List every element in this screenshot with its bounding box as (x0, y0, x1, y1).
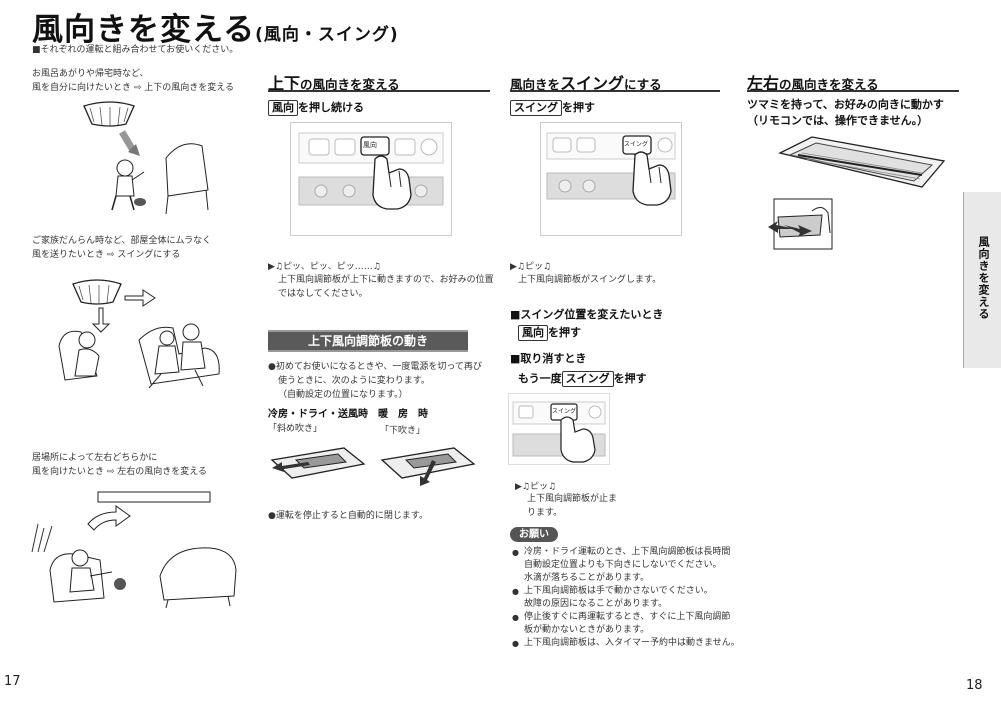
title-main: 風向きを変える (32, 12, 256, 48)
page-subtitle: ■それぞれの運転と組み合わせてお使いください。 (32, 45, 239, 55)
swing-change-instruction: 風向を押す (518, 324, 581, 341)
request-list: 冷房・ドライ運転のとき、上下風向調節板は長時間自動設定位置よりも下向きにしないで… (512, 546, 742, 650)
swing-instruction: スイングを押す (510, 99, 595, 116)
leftright-instruction: ツマミを持って、お好みの向きに動かす （リモコンでは、操作できません。） (747, 98, 944, 127)
request-item: 上下風向調節板は手で動かさないでください。故障の原因になることがあります。 (512, 585, 742, 611)
updown-desc: 上下風向調節板が上下に動きますので、お好みの位置 ではなしてください。 (278, 275, 494, 299)
side-tab: 風向きを変える (963, 192, 1001, 368)
page-title: 風向きを変える(風向・スイング) (32, 4, 399, 49)
swing-desc: 上下風向調節板がスイングします。 (518, 275, 662, 285)
louver-note: ●初めてお使いになるときや、一度電源を切って再び 使うときに、次のように変わりま… (268, 362, 482, 400)
scene1-illustration (83, 101, 209, 215)
louver-cool-diagram (270, 447, 366, 479)
unit-illustration (768, 136, 946, 250)
title-sub: (風向・スイング) (255, 25, 399, 45)
swing-key-2: スイング (561, 371, 614, 387)
scene3-text: 居場所によって左右どちらかに 風を向けたいとき ⇨ 左右の風向きを変える (32, 453, 207, 477)
swing-rule (510, 90, 720, 92)
cancel-desc: 上下風向調節板が止ま ります。 (527, 494, 618, 518)
remote-illustration-swing: スイング (540, 122, 682, 236)
mode-heat-label: 暖 房 時 (378, 409, 428, 420)
scene1-text: お風呂あがりや帰宅時など、 風を自分に向けたいとき ⇨ 上下の風向きを変える (32, 69, 234, 93)
request-item: 冷房・ドライ運転のとき、上下風向調節板は長時間自動設定位置よりも下向きにしないで… (512, 546, 742, 585)
stop-note: ●運転を停止すると自動的に閉じます。 (268, 511, 428, 521)
remote-key-fan: 風向 (363, 141, 377, 149)
swing-change-heading: ■スイング位置を変えたいとき (510, 308, 664, 321)
scene2-text: ご家族だんらん時など、部屋全体にムラなく 風を送りたいとき ⇨ スイングにする (32, 236, 212, 260)
louver-heat-diagram (380, 447, 476, 486)
remote-key-swing-2: スイング (552, 408, 577, 415)
swing-key: スイング (510, 100, 562, 116)
swing-cancel-instruction: もう一度スイングを押す (518, 371, 647, 387)
scene3-illustration (31, 491, 237, 609)
louver-movement-bar: 上下風向調節板の動き (268, 330, 468, 352)
mode-cool-label: 冷房・ドライ・送風時 (268, 409, 368, 420)
swing-heading: 風向きをスイングにする (510, 74, 662, 93)
swing-sound: ▶♫ピッ♫ (510, 262, 552, 272)
request-item: 上下風向調節板は、入タイマー予約中は動きません。 (512, 637, 742, 650)
diag-label: 「斜め吹き」 (268, 424, 323, 434)
leftright-rule (747, 90, 959, 92)
remote-key-swing: スイング (624, 141, 649, 148)
fan-direction-key-2: 風向 (518, 325, 548, 341)
remote-illustration-updown: 風向 (290, 122, 452, 236)
remote-illustration-cancel: スイング (508, 393, 610, 465)
updown-rule (268, 90, 490, 92)
swing-cancel-heading: ■取り消すとき (510, 352, 587, 365)
down-label: 「下吹き」 (380, 426, 426, 436)
cancel-sound: ▶♫ピッ♫ (515, 482, 557, 492)
page-number-left: 17 (4, 674, 21, 689)
leftright-heading: 左右の風向きを変える (747, 74, 879, 93)
fan-direction-key: 風向 (268, 100, 298, 116)
updown-sound: ▶♫ピッ、ピッ、ピッ……♫ (268, 262, 381, 272)
updown-instruction: 風向を押し続ける (268, 99, 364, 116)
side-tab-label: 風向きを変える (977, 236, 990, 320)
page-number-right: 18 (966, 678, 983, 693)
request-badge: お願い (510, 527, 558, 542)
updown-heading: 上下の風向きを変える (268, 74, 400, 93)
scene2-illustration (58, 279, 220, 389)
